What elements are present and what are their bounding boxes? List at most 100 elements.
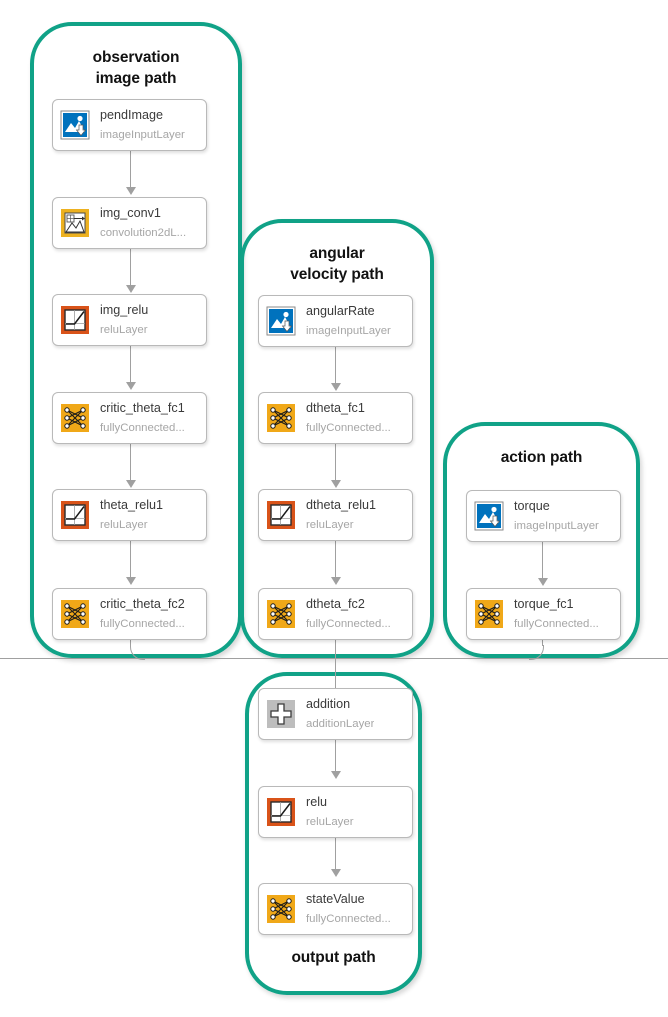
fully-connected-icon <box>59 402 91 434</box>
image-input-icon <box>473 500 505 532</box>
layer-type: fullyConnected... <box>306 913 391 925</box>
layer-type: reluLayer <box>100 519 148 531</box>
layer-type: fullyConnected... <box>306 422 391 434</box>
fully-connected-icon <box>59 598 91 630</box>
layer-name: img_conv1 <box>100 206 161 221</box>
layer-text: stateValue fullyConnected... <box>306 890 391 928</box>
connector-dthetafc1-dthetarelu1 <box>335 444 336 486</box>
layer-name: pendImage <box>100 108 164 123</box>
fully-connected-icon <box>265 893 297 925</box>
layer-type: fullyConnected... <box>306 618 391 630</box>
layer-type: fullyConnected... <box>100 422 185 434</box>
layer-block-torque-fc1[interactable]: torque_fc1 fullyConnected... <box>466 588 621 640</box>
layer-block-theta-relu1[interactable]: theta_relu1 reluLayer <box>52 489 207 541</box>
fully-connected-icon <box>473 598 505 630</box>
path-container-action-path[interactable] <box>443 422 640 658</box>
layer-text: pendImage imageInputLayer <box>100 106 185 144</box>
path-title-action-path: action path <box>500 449 583 466</box>
connector-dthetafc2-addition <box>335 640 336 694</box>
arrow-relu <box>331 771 341 779</box>
connector-angularrate-dthetafc1 <box>335 347 336 389</box>
layer-text: dtheta_fc1 fullyConnected... <box>306 399 391 437</box>
layer-block-dtheta-fc2[interactable]: dtheta_fc2 fullyConnected... <box>258 588 413 640</box>
layer-text: relu reluLayer <box>306 793 354 831</box>
layer-name: critic_theta_fc1 <box>100 401 185 416</box>
layer-type: additionLayer <box>306 718 375 730</box>
layer-name: theta_relu1 <box>100 498 164 513</box>
connector-merge-bus <box>0 658 668 659</box>
layer-text: img_conv1 convolution2dL... <box>100 204 186 242</box>
fully-connected-icon <box>265 402 297 434</box>
layer-name: relu <box>306 795 327 810</box>
connector-dthetarelu1-dthetafc2 <box>335 541 336 583</box>
connector-criticthetafc1-thetarelu1 <box>130 444 131 486</box>
path-title-angular-velocity-path: angular velocity path <box>290 245 384 283</box>
layer-name: addition <box>306 697 351 712</box>
layer-block-dtheta-fc1[interactable]: dtheta_fc1 fullyConnected... <box>258 392 413 444</box>
connector-torquefc1-drop <box>542 640 543 646</box>
connector-pendimage-imgconv1 <box>130 151 131 193</box>
layer-name: angularRate <box>306 304 375 319</box>
addition-icon <box>265 698 297 730</box>
layer-type: convolution2dL... <box>100 227 187 239</box>
layer-block-dtheta-relu1[interactable]: dtheta_relu1 reluLayer <box>258 489 413 541</box>
layer-type: reluLayer <box>306 816 354 828</box>
layer-text: theta_relu1 reluLayer <box>100 496 163 534</box>
layer-name: torque_fc1 <box>514 597 574 612</box>
connector-thetarelu1-criticthetafc2 <box>130 541 131 583</box>
connector-imgconv1-imgrelu <box>130 249 131 291</box>
path-title-observation-image-path: observation image path <box>92 49 180 87</box>
layer-text: dtheta_relu1 reluLayer <box>306 496 376 534</box>
path-title-output-path: output path <box>291 949 376 966</box>
layer-name: dtheta_fc1 <box>306 401 365 416</box>
layer-type: imageInputLayer <box>514 520 599 532</box>
layer-text: torque imageInputLayer <box>514 497 599 535</box>
layer-type: imageInputLayer <box>100 129 185 141</box>
layer-type: fullyConnected... <box>100 618 185 630</box>
layer-text: dtheta_fc2 fullyConnected... <box>306 595 391 633</box>
relu-icon <box>59 499 91 531</box>
arrow-criticthetafc1 <box>126 382 136 390</box>
connector-addition-relu <box>335 735 336 777</box>
layer-block-statevalue[interactable]: stateValue fullyConnected... <box>258 883 413 935</box>
arrow-statevalue <box>331 869 341 877</box>
layer-name: dtheta_relu1 <box>306 498 377 513</box>
layer-text: addition additionLayer <box>306 695 374 733</box>
layer-block-angularrate[interactable]: angularRate imageInputLayer <box>258 295 413 347</box>
layer-block-img-relu[interactable]: img_relu reluLayer <box>52 294 207 346</box>
layer-block-addition[interactable]: addition additionLayer <box>258 688 413 740</box>
arrow-imgconv1 <box>126 187 136 195</box>
connector-imgrelu-criticthetafc1 <box>130 346 131 388</box>
layer-block-relu[interactable]: relu reluLayer <box>258 786 413 838</box>
layer-block-torque[interactable]: torque imageInputLayer <box>466 490 621 542</box>
connector-torque-torquefc1 <box>542 542 543 584</box>
arrow-dthetarelu1 <box>331 480 341 488</box>
layer-text: critic_theta_fc2 fullyConnected... <box>100 595 185 633</box>
fully-connected-icon <box>265 598 297 630</box>
layer-type: fullyConnected... <box>514 618 599 630</box>
layer-type: reluLayer <box>100 324 148 336</box>
layer-block-pendimage[interactable]: pendImage imageInputLayer <box>52 99 207 151</box>
arrow-criticthetafc2 <box>126 577 136 585</box>
layer-block-critic-theta-fc2[interactable]: critic_theta_fc2 fullyConnected... <box>52 588 207 640</box>
connector-criticthetafc2-drop <box>130 640 131 646</box>
arrow-imgrelu <box>126 285 136 293</box>
arrow-torquefc1 <box>538 578 548 586</box>
layer-name: torque <box>514 499 550 514</box>
path-container-angular-velocity-path[interactable] <box>240 219 434 658</box>
layer-text: angularRate imageInputLayer <box>306 302 391 340</box>
image-input-icon <box>265 305 297 337</box>
layer-name: dtheta_fc2 <box>306 597 365 612</box>
layer-text: torque_fc1 fullyConnected... <box>514 595 599 633</box>
layer-name: stateValue <box>306 892 365 907</box>
layer-block-img-conv1[interactable]: img_conv1 convolution2dL... <box>52 197 207 249</box>
arrow-dthetafc1 <box>331 383 341 391</box>
layer-block-critic-theta-fc1[interactable]: critic_theta_fc1 fullyConnected... <box>52 392 207 444</box>
relu-icon <box>265 796 297 828</box>
layer-type: imageInputLayer <box>306 325 391 337</box>
layer-name: img_relu <box>100 303 149 318</box>
arrow-dthetafc2 <box>331 577 341 585</box>
path-container-output-path[interactable] <box>245 672 422 995</box>
layer-text: img_relu reluLayer <box>100 301 148 339</box>
arrow-thetarelu1 <box>126 480 136 488</box>
